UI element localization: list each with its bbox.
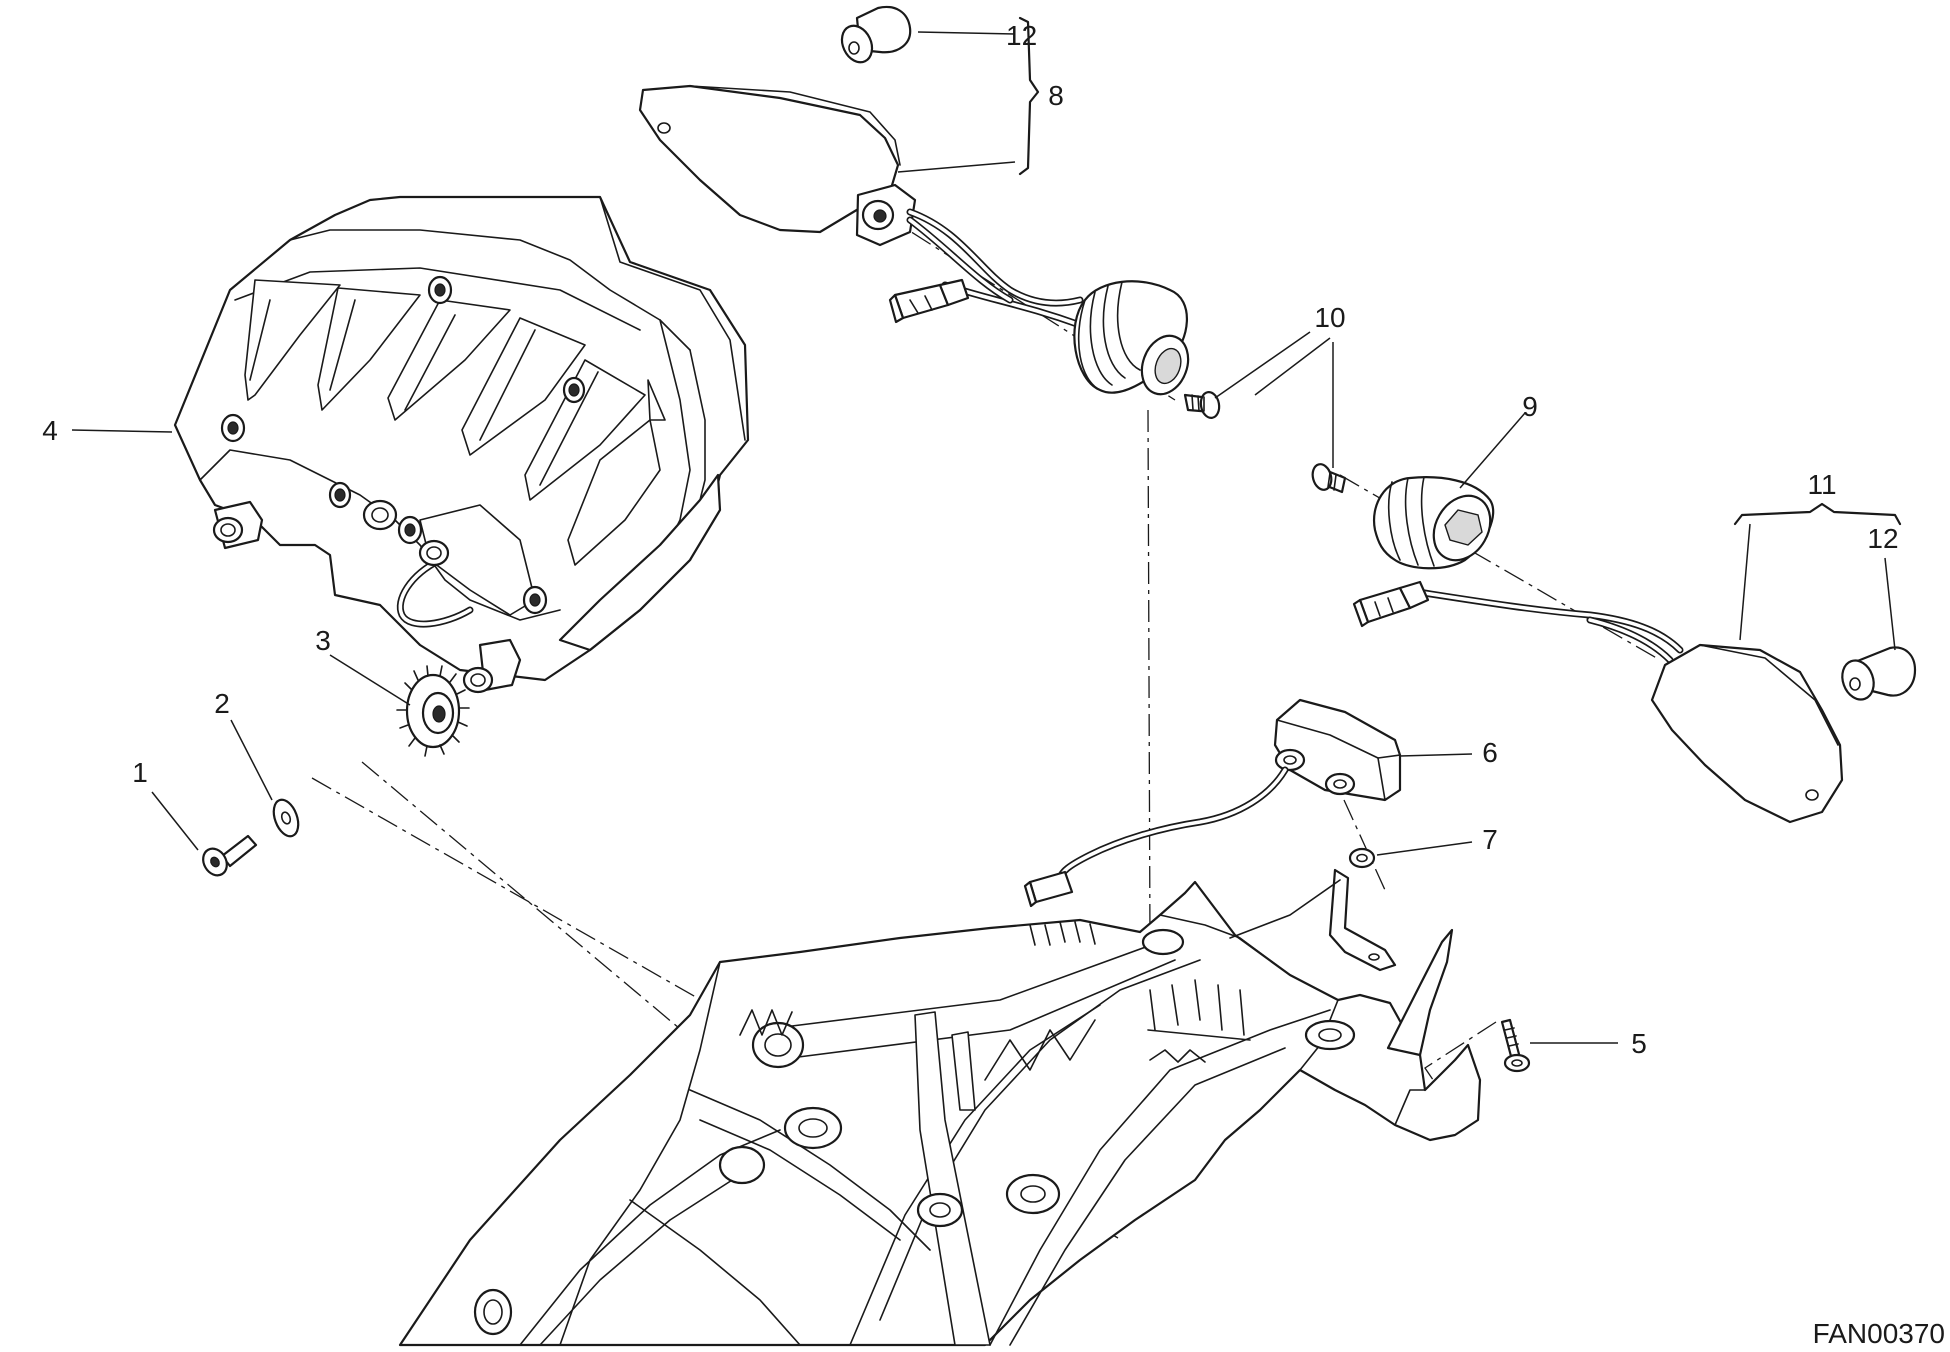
- callout-5: 5: [1631, 1028, 1647, 1059]
- screw-part-5: [1500, 1018, 1531, 1073]
- bulb-part-12-right: [1841, 646, 1917, 701]
- connector-left-signal: [888, 278, 970, 324]
- callout-leader-lines: [71, 31, 1896, 1044]
- callout-11: 11: [1807, 469, 1836, 500]
- bolt-part-10-lower: [1311, 463, 1347, 494]
- connector-right-signal: [1352, 580, 1430, 628]
- tail-light-assembly: [173, 195, 750, 694]
- callout-labels: 1 2 3 4 5 6 7 8 9 10 11 12 12 FAN00370: [42, 20, 1945, 1349]
- callout-3: 3: [315, 625, 331, 656]
- callout-12-top: 12: [1006, 20, 1037, 51]
- assembly-braces: [1018, 16, 1902, 526]
- rubber-mount-part-9: [1372, 476, 1495, 570]
- washer-part-2: [272, 798, 300, 838]
- callout-6: 6: [1482, 737, 1498, 768]
- screw-part-1: [202, 834, 258, 877]
- callout-7: 7: [1482, 824, 1498, 855]
- callout-12-right: 12: [1867, 523, 1898, 554]
- rubber-mount-upper: [1073, 280, 1190, 396]
- washer-part-7: [1348, 847, 1376, 869]
- drawing-code: FAN00370: [1813, 1318, 1945, 1349]
- callout-8: 8: [1048, 80, 1064, 111]
- rubber-grommet-part-3: [396, 665, 470, 757]
- callout-2: 2: [214, 688, 230, 719]
- callout-4: 4: [42, 415, 58, 446]
- rear-subframe: [398, 868, 1482, 1347]
- bolt-part-10-upper: [1183, 391, 1221, 419]
- bulb-part-12-top: [840, 5, 912, 64]
- callout-1: 1: [132, 757, 148, 788]
- license-plate-light-part-6: [1023, 698, 1402, 908]
- callout-9: 9: [1522, 391, 1538, 422]
- turn-signal-right-part-11: [1401, 586, 1844, 824]
- callout-10: 10: [1314, 302, 1345, 333]
